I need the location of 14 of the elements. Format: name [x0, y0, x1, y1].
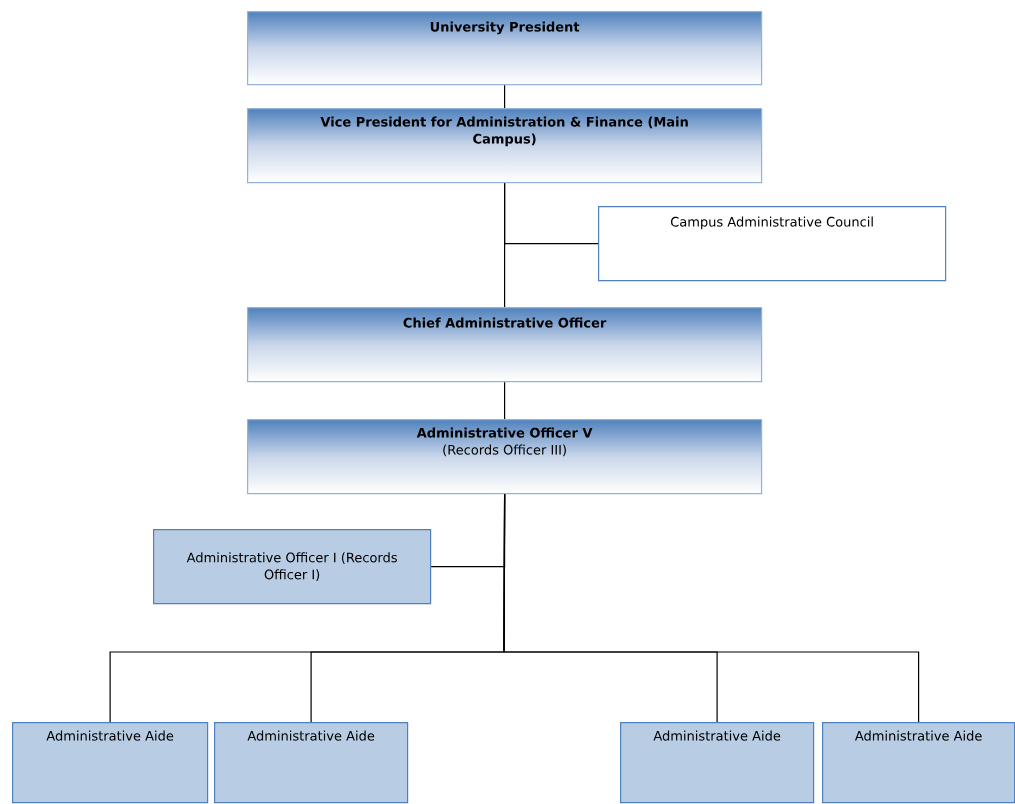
- council-box: Campus Administrative Council: [598, 206, 947, 282]
- title-box: University President: [247, 11, 763, 86]
- connector-line: [504, 84, 506, 109]
- position-box: Administrative Officer I (Records Officer I): [153, 529, 432, 605]
- title-box: Administrative Officer V (Records Officer III): [247, 419, 763, 495]
- connector-line: [504, 182, 506, 308]
- title-box: Vice President for Administration & Finance (Main Campus): [247, 108, 763, 184]
- position-box: Administrative Aide: [620, 722, 815, 804]
- title-box: Chief Administrative Officer: [247, 307, 763, 383]
- position-box: Administrative Aide: [12, 722, 209, 804]
- position-box: Administrative Aide: [822, 722, 1015, 804]
- connector-line: [504, 381, 506, 420]
- position-box: Administrative Aide: [214, 722, 409, 804]
- connector-line: [503, 493, 920, 723]
